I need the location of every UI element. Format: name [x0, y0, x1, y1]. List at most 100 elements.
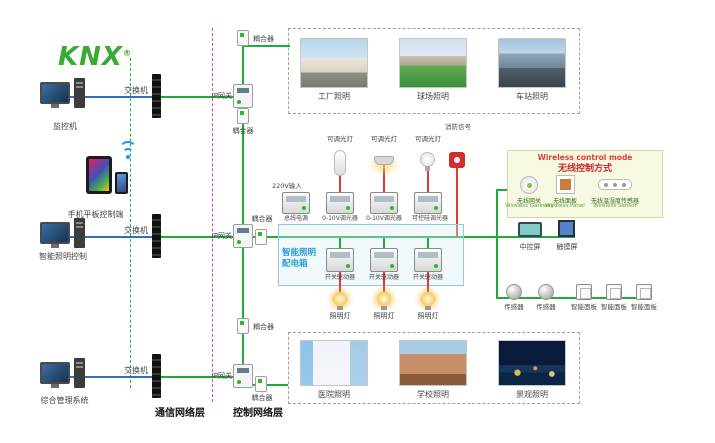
lamp-label-2: 照明灯 — [373, 312, 395, 320]
line-coupler-icon-4 — [237, 318, 249, 334]
monitoring-pc-tower-icon — [74, 78, 85, 108]
coupler-label-3: 耦合器 — [251, 215, 273, 223]
switch-label-3: 交换机 — [124, 366, 148, 375]
lamp-icon-3 — [421, 292, 435, 310]
coupler-label-5: 耦合器 — [251, 394, 273, 402]
scene-label-landscape: 景观照明 — [516, 390, 548, 399]
lamp-icon-1 — [333, 292, 347, 310]
top-scenes-box — [288, 28, 580, 114]
field-device-label-2: 传感器 — [536, 303, 556, 311]
tube-lamp-icon — [334, 150, 346, 176]
smart-panel-icon-3 — [636, 284, 652, 300]
scene-label-hospital: 医院照明 — [318, 390, 350, 399]
lan-line-bottom — [55, 376, 155, 378]
wireless-sensor-label-zh: 无线温湿度传感器 — [590, 198, 639, 205]
tablet-icon — [86, 156, 112, 194]
line-coupler-icon-3 — [255, 229, 267, 245]
bus-stub-2 — [383, 238, 385, 248]
module-label-actuator-2: 开关驱动器 — [368, 274, 399, 281]
lighting-control-pc-monitor-icon — [40, 222, 70, 248]
scene-photo-landscape — [498, 340, 566, 386]
scene-photo-school — [399, 340, 467, 386]
field-device-label-3: 智能面板 — [571, 303, 597, 311]
module-label-actuator-3: 开关驱动器 — [412, 274, 443, 281]
wifi-icon — [118, 141, 138, 159]
bus-line-top-segment — [160, 96, 240, 98]
scene-label-stadium: 球场照明 — [417, 92, 449, 101]
coupler-label-2: 耦合器 — [232, 127, 254, 135]
bus-line-to-wireless — [496, 189, 509, 191]
bus-branch-right — [496, 189, 498, 299]
management-pc-tower-icon — [74, 358, 85, 388]
load-label-3: 可调光灯 — [415, 135, 441, 143]
ctrl-layer-label: 控制网络层 — [233, 408, 283, 419]
load-label-fire: 消防信号 — [445, 123, 471, 131]
wireless-panel-icon — [556, 175, 575, 194]
bus-stub-3 — [427, 238, 429, 248]
cabinet-title-line1: 智能照明 — [282, 248, 317, 258]
sensor-dome-icon-1 — [506, 284, 522, 300]
lamp-wire-1 — [339, 272, 341, 292]
wireless-gateway-label-en: Wireless Gateway — [505, 203, 555, 209]
downlight-icon — [374, 156, 394, 165]
comm-layer-label: 通信网络层 — [155, 408, 205, 419]
coupler-label-1: 耦合器 — [253, 35, 274, 43]
lamp-label-1: 照明灯 — [329, 312, 351, 320]
mains-input-label: 220V输入 — [272, 182, 302, 190]
cabinet-title-line2: 配电箱 — [282, 259, 308, 269]
module-label-power: 总线电源 — [283, 215, 308, 222]
network-switch-icon-1 — [152, 74, 161, 118]
lan-line-top — [55, 96, 155, 98]
line-coupler-icon-2 — [237, 108, 249, 124]
bus-line-bottom-segment — [160, 376, 240, 378]
registered-mark: ® — [122, 48, 132, 58]
lamp-icon-2 — [377, 292, 391, 310]
terminal-label-lighting-control: 智能照明控制 — [39, 252, 87, 261]
din-module-switch-actuator-3 — [414, 248, 442, 272]
module-label-dimmer-3: 可控硅调光器 — [411, 215, 448, 222]
bus-line-to-top-scenes — [242, 45, 290, 47]
din-module-dimmer-3 — [414, 192, 442, 214]
field-device-label-4: 智能面板 — [601, 303, 627, 311]
ip-gateway-icon-2 — [233, 224, 253, 248]
module-label-dimmer-2: 0-10V调光器 — [366, 215, 402, 222]
lamp-label-3: 照明灯 — [417, 312, 439, 320]
wireless-title-en: Wireless control mode — [537, 153, 633, 162]
ip-gateway-icon-1 — [233, 84, 253, 108]
knx-logo-text: KNX — [58, 42, 123, 72]
network-switch-icon-3 — [152, 354, 161, 398]
bulb-icon — [420, 152, 435, 171]
load-label-2: 可调光灯 — [371, 135, 397, 143]
management-pc-monitor-icon — [40, 362, 70, 388]
ip-gateway-icon-3 — [233, 364, 253, 388]
scene-photo-station — [498, 38, 566, 88]
din-module-switch-actuator-1 — [326, 248, 354, 272]
smart-panel-icon-2 — [606, 284, 622, 300]
fire-signal-wire — [456, 168, 458, 236]
scene-label-factory: 工厂照明 — [318, 92, 350, 101]
wireless-gateway-label-zh: 无线网关 — [516, 198, 541, 205]
scene-photo-stadium — [399, 38, 467, 88]
terminal-label-management: 综合管理系统 — [40, 396, 89, 405]
phone-icon — [115, 172, 128, 194]
wireless-panel-label-zh: 无线面板 — [552, 198, 577, 205]
network-switch-icon-2 — [152, 214, 161, 258]
scene-photo-factory — [300, 38, 368, 88]
layer-divider-dashed-line — [212, 28, 213, 402]
touch-screen-label: 触摸屏 — [556, 243, 578, 251]
bus-stub-1 — [339, 238, 341, 248]
din-module-dimmer-2 — [370, 192, 398, 214]
switch-label-2: 交换机 — [124, 226, 148, 235]
din-module-dimmer-1 — [326, 192, 354, 214]
lamp-wire-2 — [383, 272, 385, 292]
din-module-power-supply — [282, 192, 310, 214]
switch-label-1: 交换机 — [124, 86, 148, 95]
gateway-label-2: IP网关 — [211, 232, 232, 240]
knx-logo: KNX® — [58, 42, 132, 72]
smart-panel-icon-1 — [576, 284, 592, 300]
module-label-dimmer-1: 0-10V调光器 — [322, 215, 358, 222]
terminal-label-monitoring: 监控机 — [53, 122, 77, 131]
load-wire-1 — [339, 160, 341, 192]
gateway-label-1: IP网关 — [211, 92, 232, 100]
